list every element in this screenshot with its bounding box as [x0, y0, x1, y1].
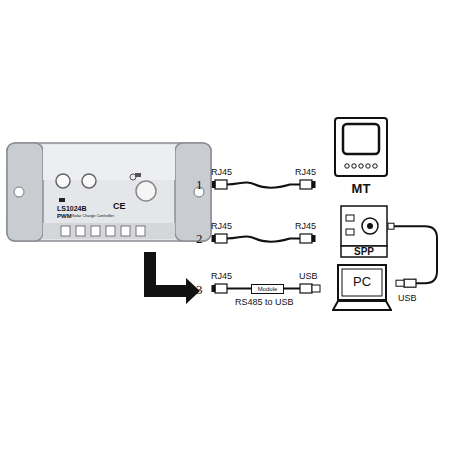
plug: [388, 223, 394, 229]
usb-plug: [404, 279, 416, 287]
usb-plug-tip: [396, 280, 404, 286]
connector-name: USB: [398, 294, 417, 303]
callout-number: 1: [196, 178, 203, 191]
ce-mark: CE: [113, 202, 126, 211]
type-mark: PWM: [57, 213, 72, 219]
meter-device: MT: [333, 116, 389, 198]
module-name: Module: [258, 286, 278, 292]
product-name: Solar Charge Controller: [72, 214, 114, 218]
pc-laptop-outline: [332, 264, 392, 312]
connector-name: RJ45: [295, 168, 316, 177]
connector-name: RJ45: [295, 222, 316, 231]
connector-name: RJ45: [211, 222, 232, 231]
connector-name: RJ45: [211, 168, 232, 177]
spp-device: SPP: [340, 205, 388, 258]
rj45-cable: [212, 234, 315, 243]
device-name: SPP: [354, 247, 374, 257]
callout-number: 3: [196, 283, 203, 296]
device-name: MT: [352, 182, 371, 195]
usb-cable: [388, 223, 437, 287]
cable-line: [388, 226, 437, 283]
charge-controller: LS1024BPWMSolar Charge Controller CE: [5, 133, 213, 251]
pointer-arrow: [144, 252, 200, 304]
rj45-cable: [212, 180, 315, 189]
connector-name: USB: [299, 272, 318, 281]
charge-controller-outline: [5, 133, 213, 251]
pc-laptop: PC: [332, 264, 392, 312]
device-name: PC: [353, 275, 371, 288]
module-box: Module: [251, 284, 284, 294]
callout-number: 2: [196, 232, 203, 245]
cable-name: RS485 to USB: [235, 298, 294, 307]
connector-name: RJ45: [211, 272, 232, 281]
model-name: LS1024B: [57, 205, 87, 212]
usb-cable: [212, 284, 320, 293]
